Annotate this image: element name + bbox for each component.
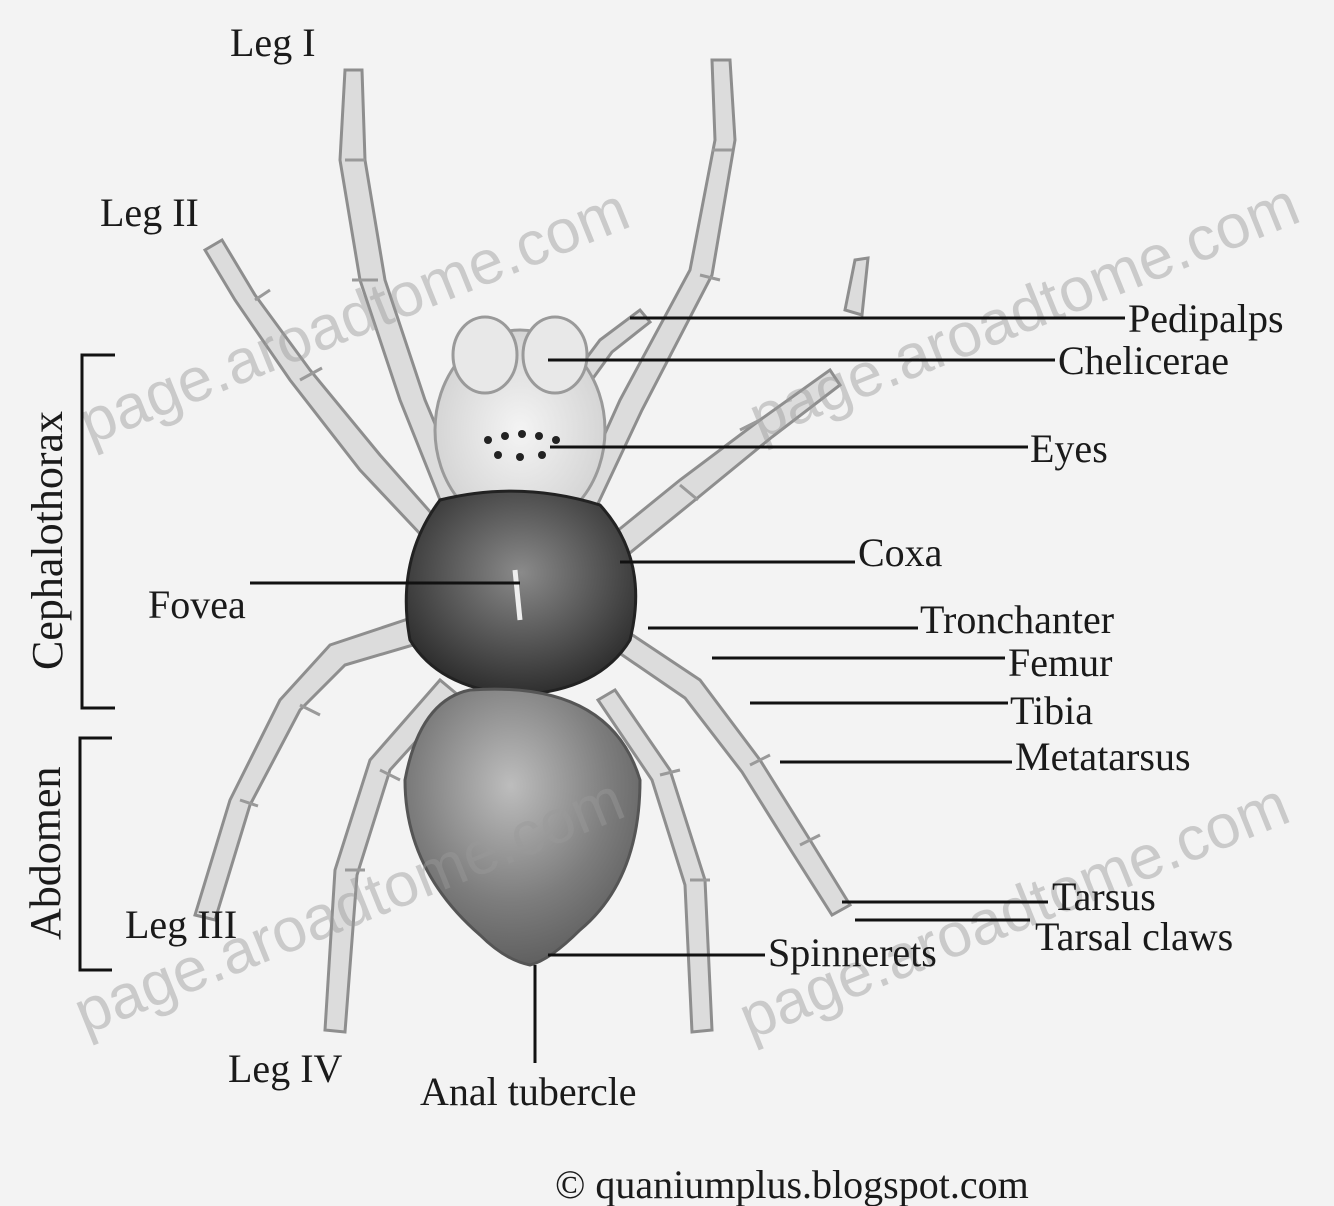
label-tarsus: Tarsus — [1052, 874, 1156, 919]
label-coxa: Coxa — [858, 530, 943, 575]
label-fovea: Fovea — [148, 582, 246, 627]
label-pedipalps: Pedipalps — [1128, 296, 1284, 341]
chelicera-right — [523, 317, 587, 393]
label-spinnerets: Spinnerets — [768, 930, 937, 975]
label-abdomen: Abdomen — [21, 766, 70, 940]
pedipalp-tip — [845, 258, 868, 315]
label-tibia: Tibia — [1010, 688, 1093, 733]
bracket-abdomen — [80, 738, 112, 970]
watermark-4: page.aroadtome.com — [729, 770, 1298, 1053]
label-leg-iii: Leg III — [125, 902, 237, 947]
label-chelicerae: Chelicerae — [1058, 338, 1229, 383]
label-femur: Femur — [1008, 640, 1112, 685]
label-metatarsus: Metatarsus — [1015, 734, 1191, 779]
cephalothorax-body — [406, 491, 635, 695]
credit-line: © quaniumplus.blogspot.com — [555, 1162, 1029, 1206]
label-leg-i: Leg I — [230, 20, 316, 65]
label-leg-ii: Leg II — [100, 190, 199, 235]
label-tronchanter: Tronchanter — [920, 597, 1114, 642]
labels: Leg I Leg II Leg III Leg IV Pedipalps Ch… — [21, 20, 1284, 1206]
label-leg-iv: Leg IV — [228, 1046, 343, 1091]
chelicera-left — [453, 317, 517, 393]
label-anal-tubercle: Anal tubercle — [420, 1069, 637, 1114]
label-cephalothorax: Cephalothorax — [23, 411, 72, 670]
spider-illustration — [195, 60, 868, 1032]
label-tarsal-claws: Tarsal claws — [1035, 914, 1233, 959]
label-eyes: Eyes — [1030, 426, 1108, 471]
